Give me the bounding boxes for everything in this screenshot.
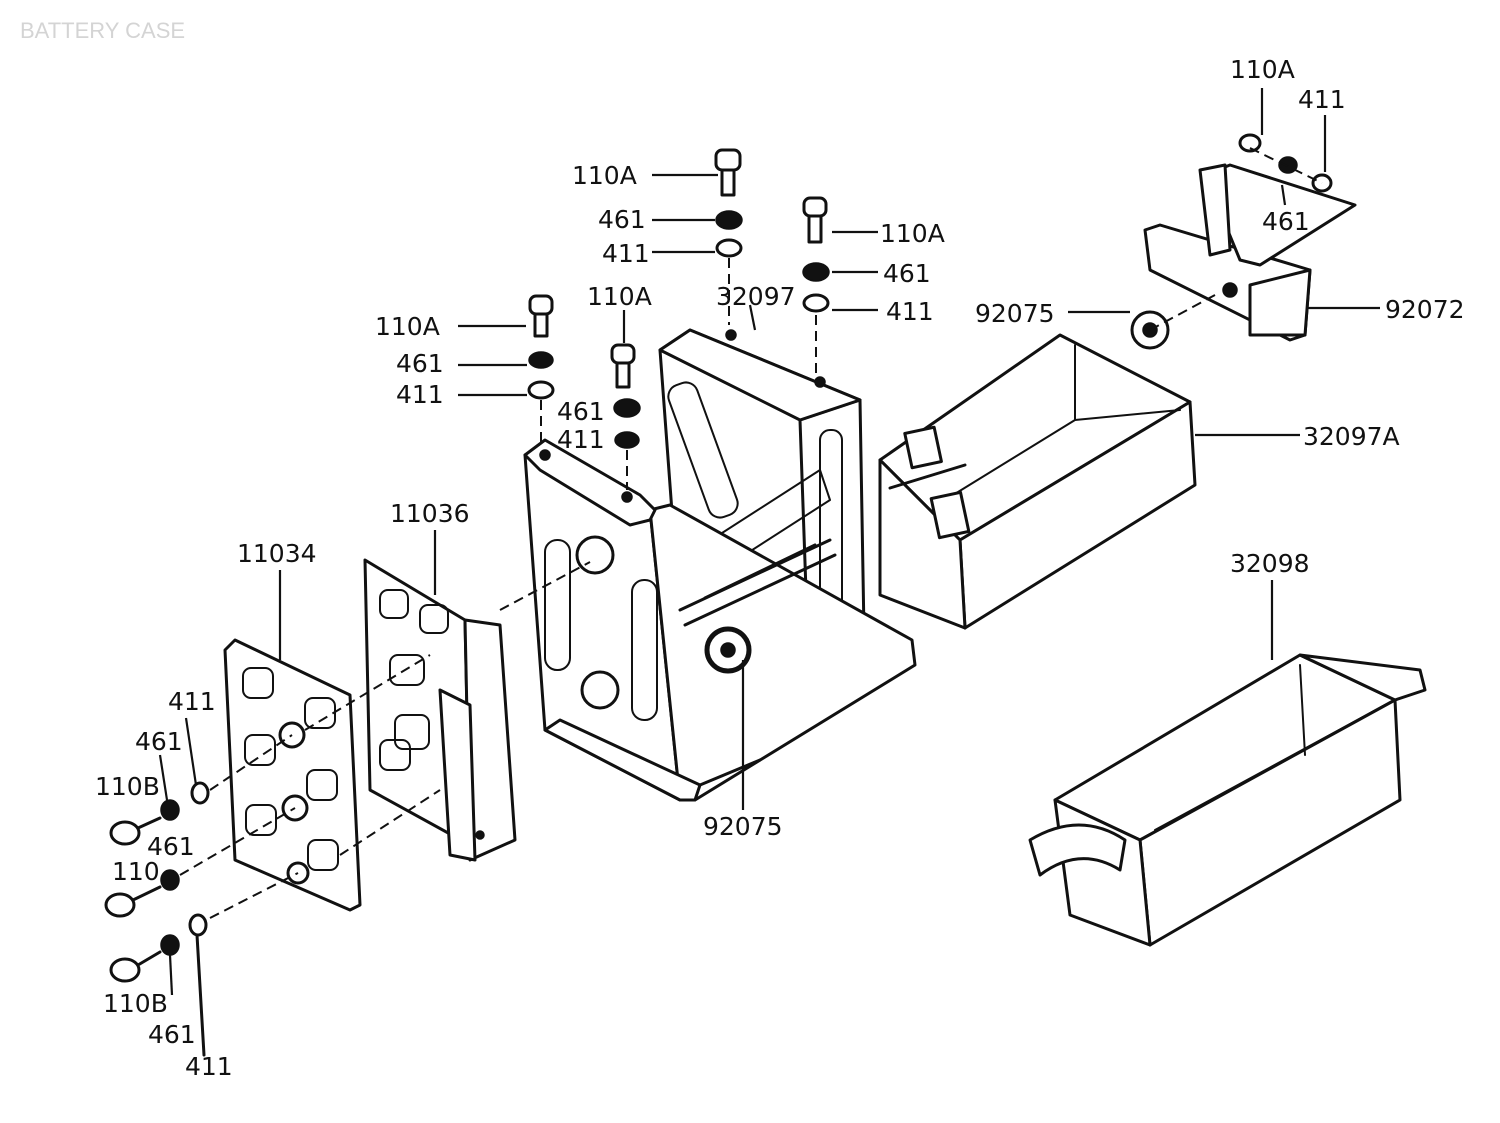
leader-lines (158, 88, 1380, 996)
callout-461-top: 461 (598, 205, 646, 234)
callout-461-lower-left-a: 461 (135, 727, 183, 756)
screw-stack-lower-left (104, 781, 210, 1057)
callout-461-left: 461 (396, 349, 444, 378)
callout-110B-lower-left-b: 110B (103, 989, 168, 1018)
callout-32098: 32098 (1230, 549, 1310, 578)
callout-411-top: 411 (602, 239, 650, 268)
callout-labels: 110A 411 461 92072 92075 110A 461 411 32… (95, 55, 1465, 1081)
callout-461-mid: 461 (557, 397, 605, 426)
callout-110A-left: 110A (375, 312, 440, 341)
part-32097A-tray (878, 333, 1197, 630)
callout-32097A: 32097A (1303, 422, 1400, 451)
part-11034-plate (223, 638, 362, 912)
diagram-title: BATTERY CASE (20, 18, 185, 43)
callout-110B-lower-left-a: 110B (95, 772, 160, 801)
callout-11034: 11034 (237, 539, 317, 568)
callout-461-right: 461 (883, 259, 931, 288)
callout-461-lower-left-c: 461 (148, 1020, 196, 1049)
part-11036-panel (363, 558, 517, 862)
callout-11036: 11036 (390, 499, 470, 528)
callout-110A-top: 110A (572, 161, 637, 190)
callout-92072: 92072 (1385, 295, 1465, 324)
callout-411-left: 411 (396, 380, 444, 409)
callout-110-lower-left: 110 (112, 857, 160, 886)
callout-411-top-right: 411 (1298, 85, 1346, 114)
callout-92075-bottom: 92075 (703, 812, 783, 841)
callout-110A-right: 110A (880, 219, 945, 248)
callout-461-lower-left-b: 461 (147, 832, 195, 861)
screw-stack-mid (610, 343, 641, 490)
screw-stack-top (714, 148, 743, 325)
screw-stack-left (527, 294, 555, 448)
callout-411-lower-left-a: 411 (168, 687, 216, 716)
part-92075-gear-bottom (706, 628, 750, 672)
callout-411-mid: 411 (557, 425, 605, 454)
screw-stack-right (802, 196, 830, 375)
part-32097-frame (523, 328, 917, 802)
callout-411-lower-left-b: 411 (185, 1052, 233, 1081)
callout-110A-mid: 110A (587, 282, 652, 311)
callout-461-top-right: 461 (1262, 207, 1310, 236)
callout-110A-top-right: 110A (1230, 55, 1295, 84)
part-32098-cover (1028, 653, 1427, 947)
callout-32097: 32097 (716, 282, 796, 311)
callout-411-right: 411 (886, 297, 934, 326)
part-92072-bracket (1143, 163, 1357, 342)
screw-stack-top-right (1238, 133, 1333, 193)
callout-92075-top: 92075 (975, 299, 1055, 328)
assembly-lines (179, 147, 1323, 919)
